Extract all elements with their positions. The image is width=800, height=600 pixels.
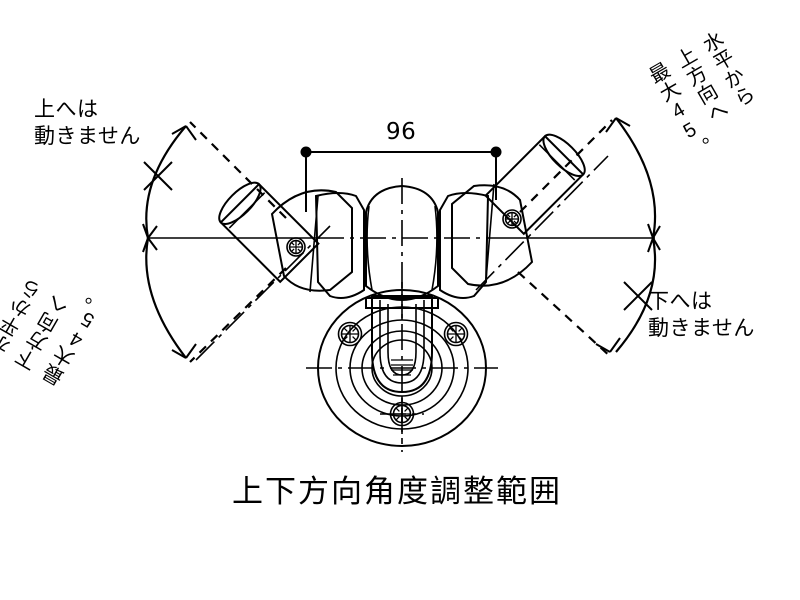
dimension-value: 96 (386, 119, 417, 145)
drawing-caption: 上下方向角度調整範囲 (232, 474, 562, 510)
right-angle-arc (517, 117, 661, 359)
callout-top-left-line2: 動きません (34, 124, 141, 149)
screw-right (502, 209, 522, 229)
callout-top-left-line1: 上へは (34, 97, 99, 121)
x-cross-marker-bottom-right (623, 281, 653, 311)
nozzle-arm-left (195, 150, 353, 361)
dimension-96 (300, 146, 502, 158)
screw-base-upper-right (443, 321, 469, 347)
screw-base-upper-left (337, 321, 363, 347)
callout-top-left: 上へは 動きません (34, 96, 141, 151)
x-cross-marker-top-left (143, 161, 173, 191)
callout-bottom-right: 下へは 動きません (648, 288, 755, 343)
callout-bottom-right-line1: 下へは (648, 289, 713, 313)
swivel-joint (314, 178, 490, 320)
callout-bottom-right-line2: 動きません (648, 316, 755, 341)
screw-left (286, 237, 306, 257)
left-angle-arc (142, 121, 287, 363)
nozzle-arm-right (451, 133, 609, 291)
